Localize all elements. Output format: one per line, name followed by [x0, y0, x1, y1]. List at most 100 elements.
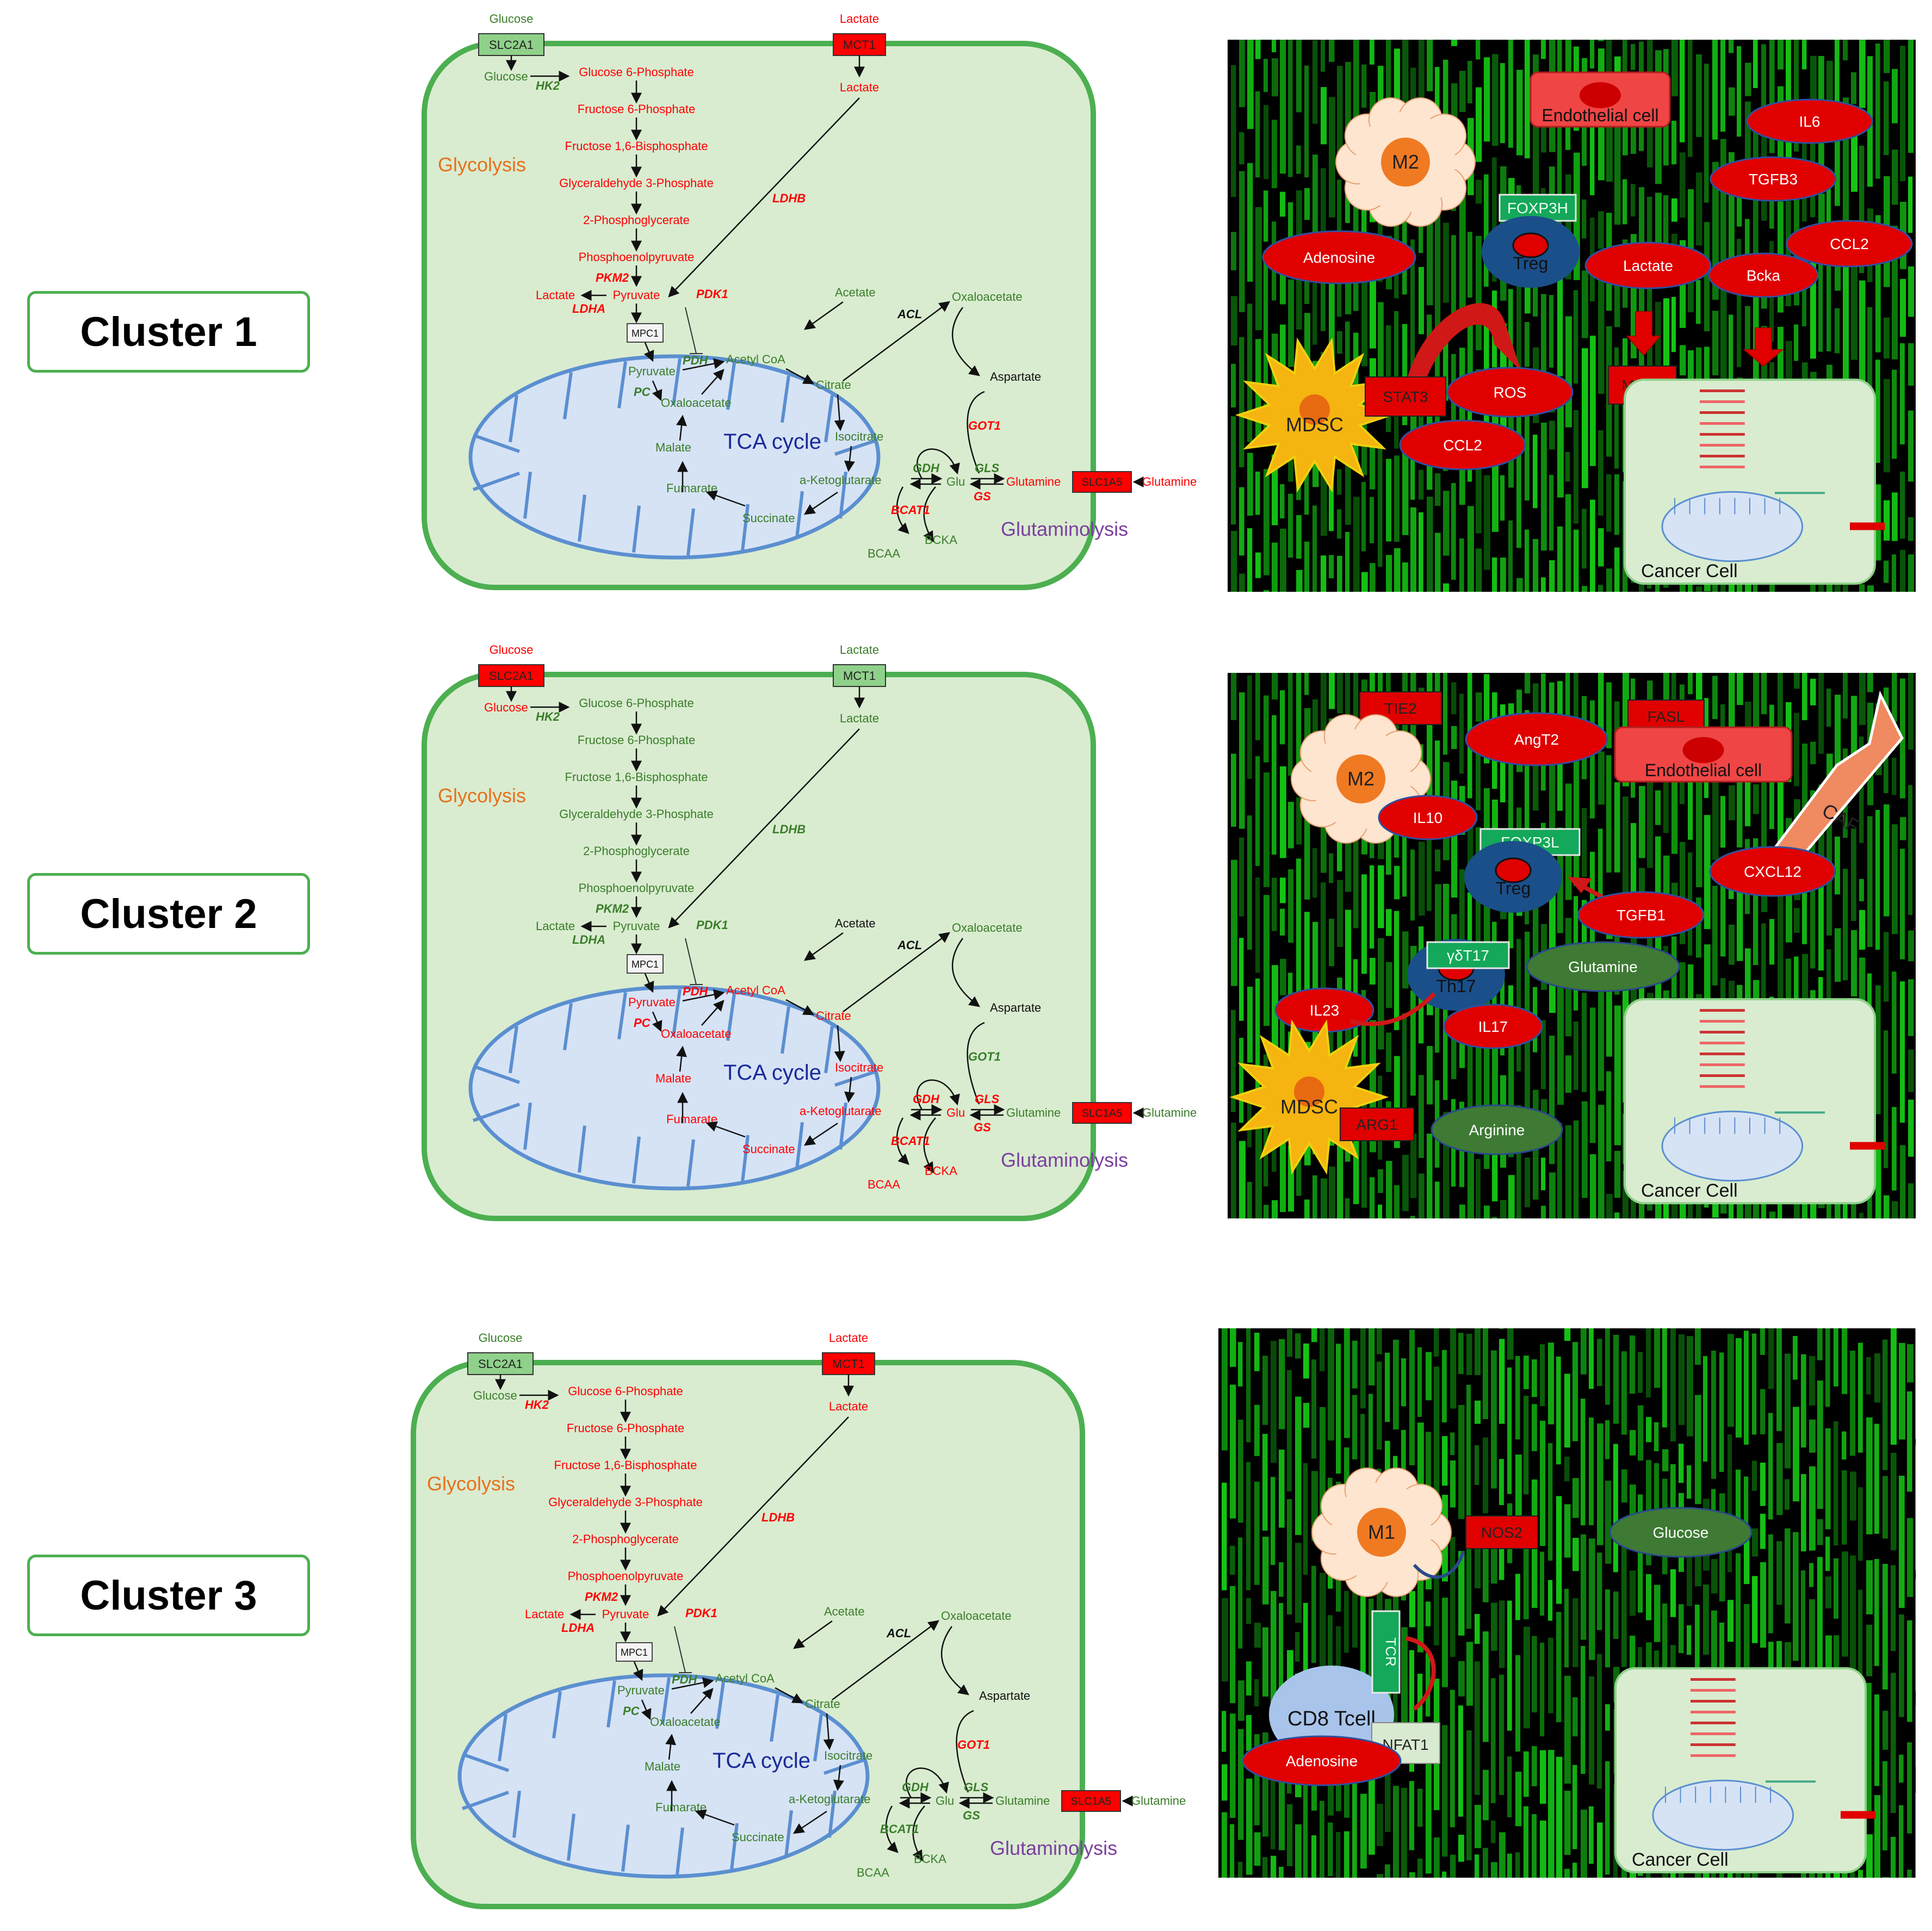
matrix-streak: [1262, 1356, 1268, 1425]
tme1-adenosine-label: Adenosine: [1303, 249, 1375, 266]
tme2-mdsc-label: MDSC: [1280, 1096, 1338, 1118]
matrix-streak: [1785, 1480, 1789, 1510]
matrix-streak: [1239, 337, 1244, 467]
matrix-streak: [1907, 1518, 1913, 1597]
matrix-streak: [1246, 1661, 1252, 1695]
tme1-foxp3h-label: FOXP3H: [1507, 200, 1568, 216]
matrix-streak: [1246, 1779, 1253, 1875]
matrix-streak: [1231, 673, 1236, 720]
matrix-streak: [1703, 1356, 1707, 1462]
matrix-streak: [1288, 40, 1293, 177]
matrix-streak: [1720, 278, 1727, 387]
tme2-arg1-label: ARG1: [1356, 1116, 1397, 1133]
matrix-streak: [1737, 673, 1743, 705]
matrix-streak: [1239, 132, 1244, 164]
matrix-streak: [1883, 1476, 1888, 1538]
matrix-streak: [1875, 484, 1881, 560]
matrix-streak: [1826, 689, 1831, 727]
matrix-streak: [1892, 1201, 1898, 1218]
matrix-streak: [1370, 447, 1375, 490]
matrix-streak: [1687, 1465, 1691, 1499]
node-glutamine_in: Glutamine: [995, 1794, 1050, 1808]
tme3-cancer-cell-label: Cancer Cell: [1632, 1849, 1729, 1870]
matrix-streak: [1296, 570, 1303, 592]
matrix-streak: [1279, 1562, 1284, 1596]
tme2-endothelial-cell-nucleus: [1683, 737, 1724, 763]
matrix-streak: [1761, 44, 1766, 107]
matrix-streak: [1483, 1438, 1488, 1513]
node-aspartate: Aspartate: [979, 1689, 1030, 1703]
matrix-streak: [1598, 430, 1603, 516]
matrix-streak: [1647, 772, 1653, 868]
matrix-streak: [1500, 63, 1505, 143]
matrix-streak: [1801, 1570, 1805, 1677]
node-acl: ACL: [897, 307, 922, 321]
matrix-streak: [1769, 919, 1774, 964]
matrix-streak: [1532, 1359, 1537, 1397]
matrix-streak: [1427, 1046, 1433, 1104]
tme3-cancer-cell-text-line: [1691, 1678, 1736, 1681]
matrix-streak: [1515, 1655, 1520, 1751]
matrix-streak: [1254, 1405, 1260, 1456]
matrix-streak: [1262, 1627, 1268, 1697]
matrix-streak: [1719, 1353, 1724, 1472]
matrix-streak: [1589, 1806, 1594, 1864]
node-isocitrate: Isocitrate: [824, 1749, 872, 1762]
matrix-streak: [1892, 758, 1896, 795]
node-acetylcoa: Acetyl CoA: [726, 983, 785, 997]
matrix-streak: [1696, 54, 1702, 137]
matrix-streak: [1631, 44, 1635, 70]
node-glu: Glu: [946, 475, 965, 488]
matrix-streak: [1524, 1396, 1528, 1494]
cell-diagram-1: GlucoseSLC2A1GlucoseHK2LactateMCT1Lactat…: [413, 0, 1218, 609]
matrix-streak: [1899, 1805, 1903, 1878]
matrix-streak: [1222, 1812, 1227, 1878]
node-bcka: BCKA: [925, 533, 957, 547]
tme2-gdt17-label: γδT17: [1447, 947, 1489, 964]
matrix-streak: [1238, 1680, 1244, 1720]
matrix-streak: [1450, 1855, 1456, 1878]
node-succinate: Succinate: [742, 511, 795, 525]
matrix-streak: [1825, 1576, 1831, 1608]
matrix-streak: [1255, 207, 1262, 330]
matrix-streak: [1303, 1774, 1308, 1878]
matrix-streak: [1613, 1444, 1618, 1573]
matrix-streak: [1565, 494, 1571, 592]
matrix-streak: [1288, 802, 1294, 848]
matrix-streak: [1899, 1755, 1904, 1783]
matrix-streak: [1467, 232, 1472, 298]
matrix-streak: [1410, 459, 1415, 500]
matrix-streak: [1419, 512, 1423, 592]
matrix-streak: [1915, 1328, 1916, 1439]
node-ldhb: LDHB: [772, 191, 806, 205]
matrix-streak: [1459, 71, 1466, 112]
matrix-streak: [1475, 1445, 1479, 1485]
matrix-streak: [1851, 930, 1857, 997]
mct1-label: MCT1: [832, 1357, 865, 1371]
matrix-streak: [1605, 1761, 1610, 1874]
matrix-streak: [1239, 938, 1243, 1020]
matrix-streak: [1417, 1859, 1422, 1878]
matrix-streak: [1409, 1330, 1415, 1465]
matrix-streak: [1483, 1848, 1488, 1878]
node-pkm2: PKM2: [585, 1590, 618, 1604]
glycolysis-label: Glycolysis: [427, 1472, 515, 1495]
node-pdk1: PDK1: [696, 287, 728, 301]
node-pyruvate: Pyruvate: [613, 288, 660, 302]
matrix-streak: [1434, 1328, 1439, 1357]
matrix-streak: [1476, 236, 1482, 350]
matrix-streak: [1680, 40, 1685, 143]
matrix-streak: [1900, 472, 1905, 539]
tme2-tie2-label: TIE2: [1384, 700, 1416, 717]
matrix-streak: [1760, 1463, 1766, 1506]
matrix-streak: [1752, 1528, 1758, 1557]
tme3-cancer-cell-text-line: [1691, 1743, 1736, 1746]
matrix-streak: [1605, 1704, 1610, 1731]
matrix-streak: [1394, 911, 1399, 1030]
matrix-streak: [1329, 97, 1335, 217]
matrix-streak: [1491, 1821, 1496, 1843]
matrix-streak: [1711, 1559, 1718, 1593]
matrix-streak: [1264, 59, 1268, 92]
matrix-streak: [1402, 931, 1408, 988]
